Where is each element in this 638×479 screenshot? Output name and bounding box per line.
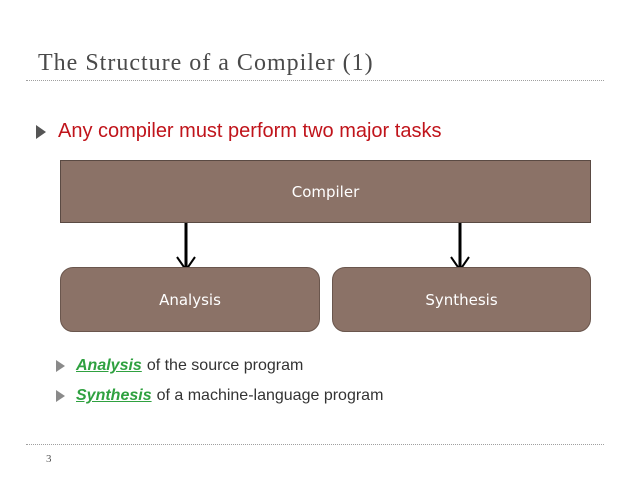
arrow-to-synthesis — [450, 223, 470, 272]
page-number: 3 — [46, 453, 52, 465]
bullet-triangle-icon — [36, 124, 46, 139]
sub-bullet-triangle-icon — [56, 390, 65, 402]
sub-bullet-text: of the source program — [146, 357, 304, 374]
main-bullet: Any compiler must perform two major task… — [36, 120, 441, 143]
sub-bullet-text: of a machine-language program — [156, 387, 384, 404]
synthesis-label: Synthesis — [425, 290, 498, 309]
sub-bullet-triangle-icon — [56, 360, 65, 372]
compiler-box: Compiler — [60, 160, 591, 223]
sub-bullet-term: Synthesis — [76, 387, 152, 404]
sub-bullet-term: Analysis — [76, 357, 142, 374]
compiler-label: Compiler — [291, 182, 360, 201]
slide-title: The Structure of a Compiler (1) — [38, 50, 374, 76]
sub-bullet-synthesis: Synthesis of a machine-language program — [56, 387, 383, 405]
analysis-box: Analysis — [60, 267, 320, 332]
sub-bullet-analysis: Analysis of the source program — [56, 357, 303, 375]
analysis-label: Analysis — [159, 290, 221, 309]
arrow-to-analysis — [176, 223, 196, 272]
title-divider — [26, 80, 604, 81]
synthesis-box: Synthesis — [332, 267, 591, 332]
footer-divider — [26, 444, 604, 445]
main-bullet-text: Any compiler must perform two major task… — [58, 120, 442, 142]
